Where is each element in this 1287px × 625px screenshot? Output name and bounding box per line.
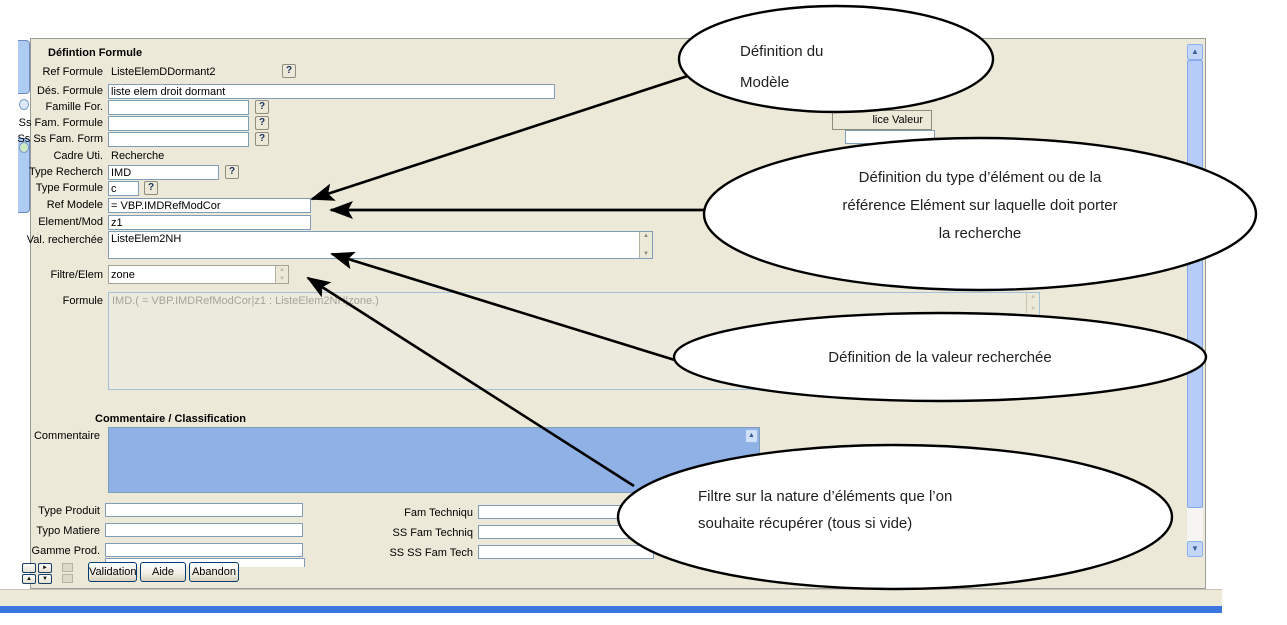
spin-up-icon[interactable]: ▲ (279, 267, 285, 273)
commentaire-label: Commentaire (33, 430, 100, 442)
formule-field: IMD.( = VBP.IMDRefModCor|z1 : ListeElem2… (108, 292, 1040, 390)
type-recherch-label: Type Recherch (29, 166, 103, 178)
filtre-elem-spinner[interactable]: ▲ ▼ (275, 266, 288, 283)
famille-for-label: Famille For. (45, 101, 103, 113)
ss-ss-fam-form-help-button[interactable]: ? (255, 132, 269, 146)
ref-formule-value: ListeElemDDormant2 (111, 66, 216, 78)
callout-modele: Définition du Modèle (740, 36, 960, 98)
callout-line: Définition de la valeur recherchée (828, 349, 1052, 366)
scrollbar-down-icon[interactable]: ▼ (1187, 541, 1203, 557)
val-recherchee-label: Val. recherchée (26, 234, 103, 246)
filtre-elem-value: zone (111, 269, 135, 281)
vertical-scrollbar[interactable]: ▲ ▼ (1187, 44, 1203, 557)
formule-spinner: ▲ ▼ (1026, 293, 1039, 313)
nav-indicator (62, 574, 73, 583)
callout-line: Définition du (740, 43, 824, 60)
abandon-button[interactable]: Abandon (189, 562, 239, 582)
nav-first-button[interactable] (22, 563, 36, 573)
callout-line: référence Elément sur laquelle doit port… (842, 197, 1118, 214)
cadre-uti-value: Recherche (111, 150, 165, 162)
gamme-prod-label: Gamme Prod. (31, 545, 100, 557)
scrollbar-up-icon[interactable]: ▲ (1187, 44, 1203, 60)
ss-fam-formule-label: Ss Fam. Formule (18, 117, 103, 129)
ref-formule-help-button[interactable]: ? (282, 64, 296, 78)
callout-line: Définition du type d’élément ou de la (858, 169, 1102, 186)
type-recherch-help-button[interactable]: ? (225, 165, 239, 179)
ss-fam-formule-input[interactable] (108, 116, 249, 131)
callout-line: Filtre sur la nature d’éléments que l’on (698, 488, 953, 505)
ss-fam-techniq-input[interactable] (478, 525, 654, 539)
partial-field-fragment (845, 130, 935, 144)
left-toolbar-fragment (18, 40, 30, 94)
nav-down-button[interactable]: ▼ (38, 574, 52, 584)
callout-filtre: Filtre sur la nature d’éléments que l’on… (698, 483, 1118, 537)
spin-up-icon[interactable]: ▲ (643, 233, 649, 239)
spin-up-icon: ▲ (1030, 294, 1036, 300)
ss-ss-fam-tech-label: SS SS Fam Tech (389, 547, 473, 559)
bottom-accent-bar (0, 606, 1222, 613)
nav-up-button[interactable]: ▲ (22, 574, 36, 584)
callout-line: souhaite récupérer (tous si vide) (698, 515, 913, 532)
spin-down-icon[interactable]: ▼ (279, 276, 285, 282)
callout-line: la recherche (938, 225, 1022, 242)
callout-line: Modèle (740, 74, 790, 91)
callout-type-element: Définition du type d’élément ou de la ré… (760, 164, 1200, 248)
type-produit-input[interactable] (105, 503, 303, 517)
fam-technique-label: Fam Techniqu (404, 507, 473, 519)
des-formule-label: Dés. Formule (36, 85, 103, 97)
aide-button[interactable]: Aide (140, 562, 186, 582)
type-recherch-input[interactable] (108, 165, 219, 180)
element-mod-label: Element/Mod (38, 216, 103, 228)
left-toolbar-icon (19, 99, 29, 110)
formule-label: Formule (62, 295, 103, 307)
ss-ss-fam-form-input[interactable] (108, 132, 249, 147)
gamme-prod-input[interactable] (105, 543, 303, 557)
left-toolbar-sliver (18, 38, 30, 258)
ref-modele-input[interactable] (108, 198, 311, 213)
callout-valeur: Définition de la valeur recherchée (720, 344, 1160, 372)
cadre-uti-label: Cadre Uti. (53, 150, 103, 162)
nav-indicator (62, 563, 73, 572)
ref-formule-label: Ref Formule (42, 66, 103, 78)
left-toolbar-icon (19, 142, 29, 153)
ss-ss-fam-form-label: Ss Ss Fam. Form (17, 133, 103, 145)
typo-matiere-label: Typo Matiere (36, 525, 100, 537)
ref-modele-label: Ref Modele (46, 199, 103, 211)
filtre-elem-field[interactable]: zone ▲ ▼ (108, 265, 289, 284)
commentaire-scroll-up-icon[interactable]: ▲ (745, 429, 758, 443)
indice-valeur-button[interactable]: lice Valeur (832, 110, 932, 130)
classification-section-title: Commentaire / Classification (95, 413, 246, 425)
famille-for-input[interactable] (108, 100, 249, 115)
element-mod-input[interactable] (108, 215, 311, 230)
spin-down-icon[interactable]: ▼ (643, 251, 649, 257)
ss-fam-techniq-label: SS Fam Techniq (392, 527, 473, 539)
scrollbar-thumb[interactable] (1187, 60, 1203, 508)
fam-technique-input[interactable] (478, 505, 654, 519)
des-formule-input[interactable] (108, 84, 555, 99)
type-formule-help-button[interactable]: ? (144, 181, 158, 195)
definition-section-title: Défintion Formule (48, 47, 143, 59)
val-recherchee-spinner[interactable]: ▲ ▼ (639, 232, 652, 258)
left-toolbar-fragment (18, 138, 30, 213)
formule-value: IMD.( = VBP.IMDRefModCor|z1 : ListeElem2… (112, 295, 379, 307)
type-formule-input[interactable] (108, 181, 139, 196)
spin-down-icon: ▼ (1030, 306, 1036, 312)
validation-button[interactable]: Validation (88, 562, 137, 582)
val-recherchee-field[interactable]: ListeElem2NH ▲ ▼ (108, 231, 653, 259)
typo-matiere-input[interactable] (105, 523, 303, 537)
commentaire-field[interactable]: ▲ (108, 427, 760, 493)
type-produit-label: Type Produit (38, 505, 100, 517)
ss-fam-formule-help-button[interactable]: ? (255, 116, 269, 130)
bottom-strip (0, 589, 1222, 607)
ss-ss-fam-tech-input[interactable] (478, 545, 654, 559)
filtre-elem-label: Filtre/Elem (50, 269, 103, 281)
type-formule-label: Type Formule (35, 182, 103, 194)
nav-next-button[interactable]: ► (38, 563, 52, 573)
val-recherchee-value: ListeElem2NH (111, 233, 182, 245)
famille-for-help-button[interactable]: ? (255, 100, 269, 114)
